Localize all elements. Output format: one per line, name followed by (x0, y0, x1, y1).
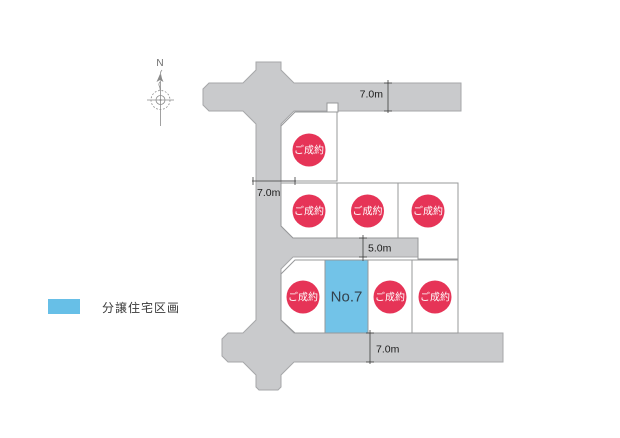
sold-badge-label: ご成約 (375, 291, 405, 304)
lot-corner-notch (326, 102, 339, 113)
sold-badge-circle (286, 280, 320, 314)
sold-badge-circle (292, 133, 326, 167)
legend-label: 分譲住宅区画 (102, 300, 180, 315)
sold-badge-label: ご成約 (288, 291, 318, 304)
legend-swatch (48, 299, 80, 314)
lot-no7-available (324, 259, 369, 334)
center-road-width-label: 5.0m (368, 243, 392, 255)
west-road-width-label: 7.0m (257, 187, 281, 199)
sold-badge-circle (373, 280, 407, 314)
sold-badge-label: ご成約 (353, 205, 383, 218)
lot-no7-label: No.7 (331, 289, 363, 306)
sold-badge-circle (292, 194, 326, 228)
sold-badges: ご成約 ご成約 ご成約 ご成約 ご成約 ご成約 ご成約 (286, 133, 452, 314)
compass-needle (158, 69, 163, 91)
north-road-width-label: 7.0m (360, 89, 384, 101)
road-network (202, 61, 504, 391)
compass-needle-head (156, 74, 164, 82)
sold-badge-circle (351, 194, 384, 228)
sold-badge-label: ご成約 (294, 144, 324, 157)
south-road-width-label: 7.0m (376, 344, 400, 356)
dimension-lines (252, 80, 392, 364)
compass-n-label: N (156, 58, 163, 69)
sold-badge-label: ご成約 (294, 205, 324, 218)
legend: 分譲住宅区画 (48, 299, 180, 315)
sold-badge-label: ご成約 (413, 205, 443, 218)
sold-badge-circle (418, 280, 452, 314)
north-compass: N (147, 58, 174, 126)
sold-badge-label: ご成約 (420, 291, 450, 304)
sold-badge-circle (411, 194, 445, 228)
